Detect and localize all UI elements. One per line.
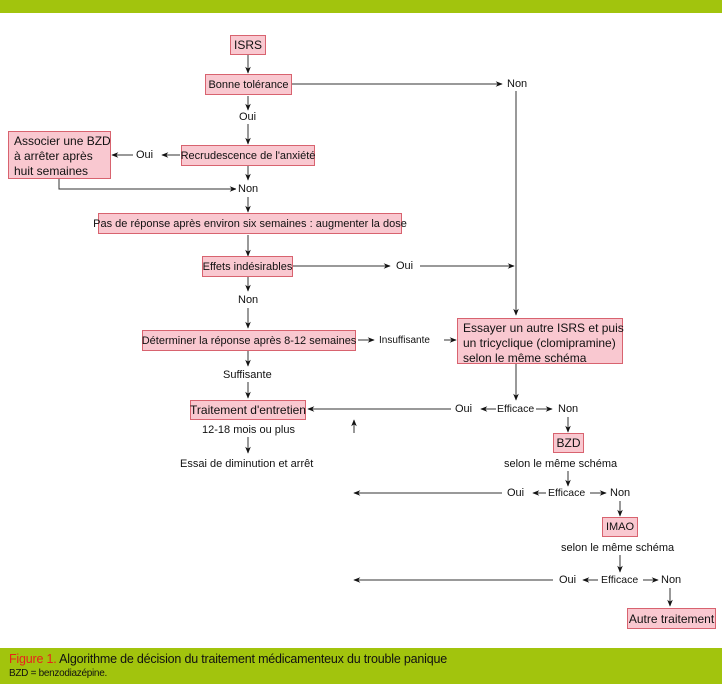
node-effets-indesirables: Effets indésirables	[202, 256, 293, 277]
label-oui-effets: Oui	[394, 260, 416, 273]
label-essai-diminution: Essai de diminution et arrêt	[178, 458, 316, 471]
label-selon-imao: selon le même schéma	[559, 542, 677, 555]
label-non-recrudescence: Non	[236, 183, 261, 196]
node-associer-bzd: Associer une BZD à arrêter après huit se…	[8, 131, 111, 179]
figure-caption: Figure 1. Algorithme de décision du trai…	[0, 648, 722, 684]
label-oui-2: Oui	[505, 487, 527, 500]
label-efficace-2: Efficace	[548, 487, 586, 500]
label-duree-entretien: 12-18 mois ou plus	[200, 424, 297, 437]
label-selon-bzd: selon le même schéma	[502, 458, 620, 471]
node-pas-de-reponse: Pas de réponse après environ six semaine…	[93, 213, 407, 234]
caption-figure-label: Figure 1.	[9, 652, 57, 666]
essayer-line-3: selon le même schéma	[463, 351, 587, 365]
essayer-line-1: Essayer un autre ISRS et puis	[463, 321, 624, 335]
node-essayer-autre: Essayer un autre ISRS et puis un tricycl…	[457, 318, 624, 365]
label-non-2: Non	[608, 487, 633, 500]
node-traitement-entretien: Traitement d'entretien	[190, 400, 306, 420]
label-non-tolerance: Non	[505, 78, 530, 91]
label-efficace-1: Efficace	[497, 403, 535, 416]
node-autre-traitement: Autre traitement	[627, 608, 716, 629]
label-oui-1: Oui	[453, 403, 475, 416]
label-efficace-3: Efficace	[599, 574, 641, 587]
caption-title: Figure 1. Algorithme de décision du trai…	[9, 652, 447, 666]
label-oui-3: Oui	[557, 574, 579, 587]
label-non-1: Non	[556, 403, 581, 416]
associer-line-2: à arrêter après	[14, 149, 93, 163]
associer-line-1: Associer une BZD	[14, 134, 111, 148]
node-bonne-tolerance: Bonne tolérance	[205, 74, 292, 95]
node-determiner-reponse: Déterminer la réponse après 8-12 semaine…	[142, 330, 356, 351]
associer-line-3: huit semaines	[14, 164, 89, 178]
edge-associer-non	[58, 179, 237, 192]
node-bzd: BZD	[553, 433, 584, 453]
label-oui-tolerance: Oui	[237, 111, 259, 124]
node-imao: IMAO	[602, 517, 638, 537]
label-oui-recrudescence: Oui	[134, 149, 156, 162]
node-recrudescence: Recrudescence de l'anxiété	[181, 145, 315, 166]
label-non-3: Non	[659, 574, 684, 587]
top-band	[0, 0, 722, 13]
node-isrs: ISRS	[230, 35, 266, 55]
caption-title-text: Algorithme de décision du traitement méd…	[56, 652, 447, 666]
label-suffisante: Suffisante	[221, 369, 274, 382]
label-non-effets: Non	[236, 294, 261, 307]
caption-note: BZD = benzodiazépine.	[9, 668, 107, 679]
essayer-line-2: un tricyclique (clomipramine)	[463, 336, 616, 350]
label-insuffisante: Insuffisante	[377, 334, 432, 347]
